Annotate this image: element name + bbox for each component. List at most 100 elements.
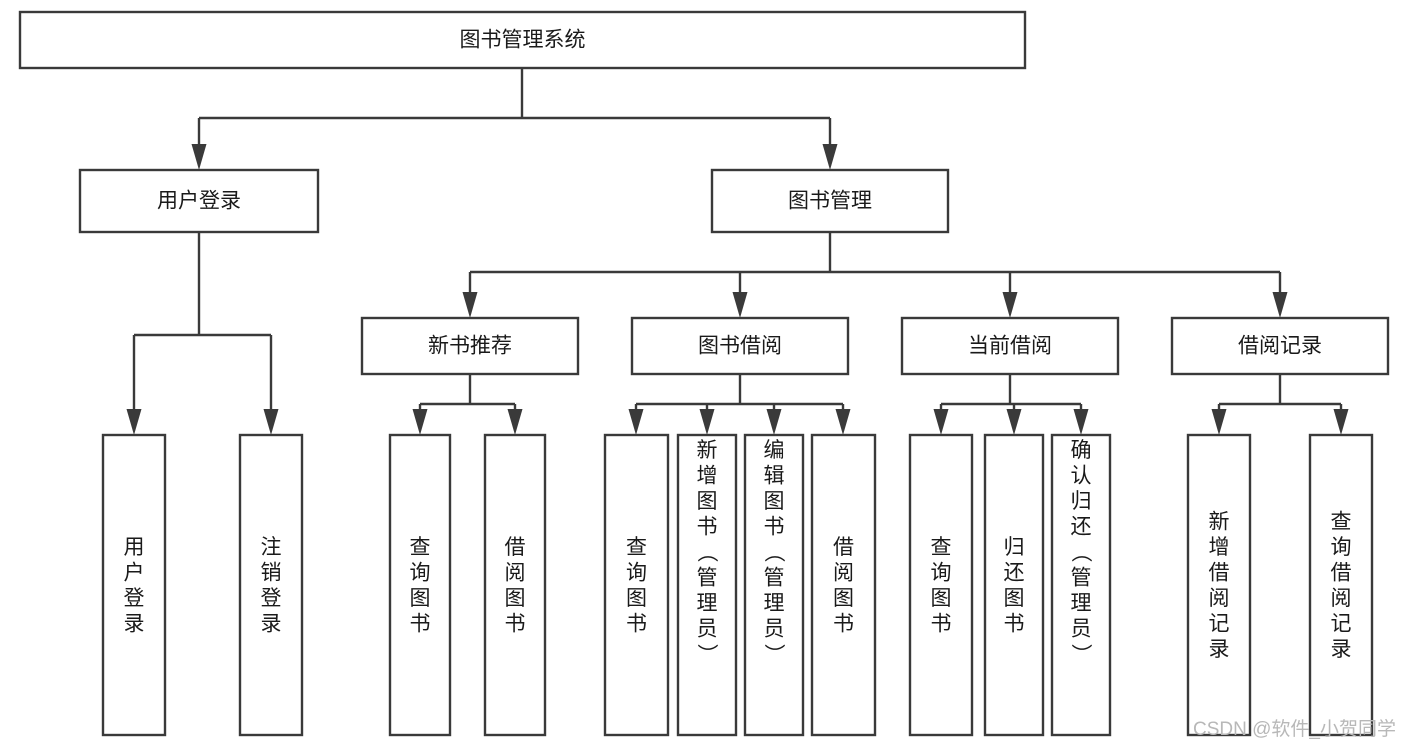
node-label-char: 查 xyxy=(410,536,431,559)
node-label-char: 图 xyxy=(505,587,526,610)
node-label-char: 书 xyxy=(626,613,647,636)
node-box[interactable] xyxy=(810,433,877,737)
node-label-char: 借 xyxy=(1331,562,1352,585)
node-box[interactable] xyxy=(1170,316,1390,376)
node-label-char: 新 xyxy=(1209,511,1230,534)
node-label-char: 注 xyxy=(261,536,282,559)
node-label-char: 阅 xyxy=(1209,587,1230,610)
node-label-char: 还 xyxy=(1004,562,1025,585)
arrow-head-icon xyxy=(191,144,207,170)
node-leaf-user-login[interactable]: 用户登录 xyxy=(101,433,167,737)
node-label-char: 录 xyxy=(261,613,282,636)
node-label-char: ） xyxy=(1069,644,1092,665)
node-box[interactable] xyxy=(743,433,805,737)
node-box[interactable] xyxy=(101,433,167,737)
node-label-char: 书 xyxy=(931,613,952,636)
node-box[interactable] xyxy=(908,433,974,737)
node-box[interactable] xyxy=(78,168,320,234)
node-label: 图书管理系统 xyxy=(460,29,586,52)
node-label-char: 记 xyxy=(1331,613,1352,636)
node-label-char: 查 xyxy=(931,536,952,559)
node-label: 用户登录 xyxy=(157,190,241,213)
node-label-char: 用 xyxy=(124,536,145,559)
node-box[interactable] xyxy=(483,433,547,737)
node-label-char: 登 xyxy=(124,587,145,610)
node-label-char: 图 xyxy=(697,490,718,513)
node-label-char: 编 xyxy=(764,439,785,462)
node-box[interactable] xyxy=(710,168,950,234)
connector-group xyxy=(126,232,279,435)
node-box[interactable] xyxy=(18,10,1027,70)
node-box[interactable] xyxy=(630,316,850,376)
node-new-book-rec[interactable]: 新书推荐 xyxy=(360,316,580,376)
node-box[interactable] xyxy=(1050,433,1112,737)
node-label: 图书管理 xyxy=(788,190,872,213)
node-user-login[interactable]: 用户登录 xyxy=(78,168,320,234)
node-box[interactable] xyxy=(676,433,738,737)
node-label-char: 书 xyxy=(410,613,431,636)
node-box[interactable] xyxy=(1186,433,1252,737)
node-layer: 图书管理系统用户登录图书管理新书推荐图书借阅当前借阅借阅记录用户登录注销登录查询… xyxy=(18,10,1390,737)
node-label-char: 销 xyxy=(261,562,282,585)
node-box[interactable] xyxy=(238,433,304,737)
connector-group xyxy=(412,374,523,435)
node-label-char: 确 xyxy=(1071,439,1092,462)
arrow-head-icon xyxy=(507,409,523,435)
arrow-head-icon xyxy=(1211,409,1227,435)
node-label: 图书借阅 xyxy=(698,335,782,358)
arrow-head-icon xyxy=(766,409,782,435)
arrow-head-icon xyxy=(462,292,478,318)
node-label-char: 员 xyxy=(697,618,718,641)
node-root[interactable]: 图书管理系统 xyxy=(18,10,1027,70)
node-label-char: 认 xyxy=(1071,465,1092,488)
node-label-char: 书 xyxy=(764,516,785,539)
node-label-char: 查 xyxy=(1331,511,1352,534)
arrow-head-icon xyxy=(1073,409,1089,435)
arrow-head-icon xyxy=(1002,292,1018,318)
node-current-borrow[interactable]: 当前借阅 xyxy=(900,316,1120,376)
node-label-char: 书 xyxy=(505,613,526,636)
node-label-char: 管 xyxy=(764,567,785,590)
arrow-head-icon xyxy=(933,409,949,435)
node-borrow-record[interactable]: 借阅记录 xyxy=(1170,316,1390,376)
node-box[interactable] xyxy=(603,433,670,737)
node-box[interactable] xyxy=(983,433,1045,737)
connector-group xyxy=(191,68,838,170)
node-label-char: 书 xyxy=(833,613,854,636)
node-label-char: 图 xyxy=(410,587,431,610)
node-label-char: 管 xyxy=(1071,567,1092,590)
node-label-char: 借 xyxy=(1209,562,1230,585)
node-box[interactable] xyxy=(1308,433,1374,737)
node-box[interactable] xyxy=(360,316,580,376)
node-book-manage[interactable]: 图书管理 xyxy=(710,168,950,234)
node-label-char: 归 xyxy=(1004,536,1025,559)
node-box[interactable] xyxy=(388,433,452,737)
node-label: 当前借阅 xyxy=(968,335,1052,358)
connector-group xyxy=(933,374,1089,435)
node-label-char: 户 xyxy=(124,562,145,585)
node-label-char: （ xyxy=(695,542,718,563)
node-label-char: 图 xyxy=(931,587,952,610)
node-label-char: 图 xyxy=(764,490,785,513)
node-label-char: 管 xyxy=(697,567,718,590)
node-label-char: 查 xyxy=(626,536,647,559)
node-book-borrow[interactable]: 图书借阅 xyxy=(630,316,850,376)
node-box[interactable] xyxy=(900,316,1120,376)
node-label-char: 员 xyxy=(1071,618,1092,641)
node-label-char: 阅 xyxy=(1331,587,1352,610)
node-label-char: 询 xyxy=(410,562,431,585)
